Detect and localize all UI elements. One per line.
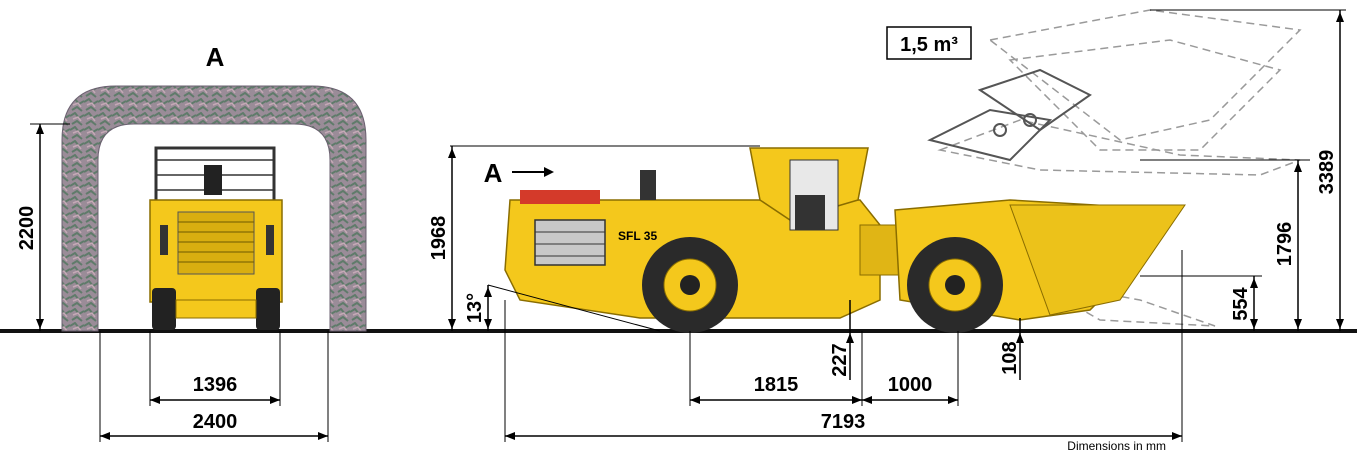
front-machine [149, 146, 283, 330]
max-height-label: 3389 [1316, 150, 1338, 195]
front-view [30, 85, 367, 442]
overall-length-label: 7193 [821, 411, 866, 433]
loader-body [504, 147, 1186, 321]
side-arrowheads [448, 12, 1344, 440]
bucket-below-ground-label: 108 [999, 341, 1021, 374]
side-dimension-lines [450, 9, 1346, 442]
departure-angle-label: 13° [464, 293, 486, 323]
front-inner-width-label: 1396 [193, 374, 238, 396]
front-wheel [907, 237, 1003, 333]
ground-clearance-label: 227 [829, 343, 851, 376]
side-view [448, 9, 1346, 442]
bucket-capacity-label: 1,5 m³ [900, 34, 958, 56]
axle-to-center-label: 1000 [888, 374, 933, 396]
cab-height-label: 1968 [428, 216, 450, 261]
units-note: Dimensions in mm [1067, 439, 1166, 453]
rear-wheel [642, 237, 738, 333]
machine-model-label: SFL 35 [618, 229, 657, 243]
tunnel-arch [61, 85, 367, 332]
side-arrow-label: A [484, 158, 503, 188]
capacity-box [886, 26, 972, 60]
rear-axle-dim-label: 1815 [754, 374, 799, 396]
boom-arms [927, 68, 1092, 162]
front-outer-width-label: 2400 [193, 411, 238, 433]
front-view-label: A [206, 42, 225, 72]
dump-height-low-label: 554 [1230, 286, 1252, 320]
dump-height-mid-label: 1796 [1274, 222, 1296, 267]
front-height-label: 2200 [16, 206, 38, 251]
